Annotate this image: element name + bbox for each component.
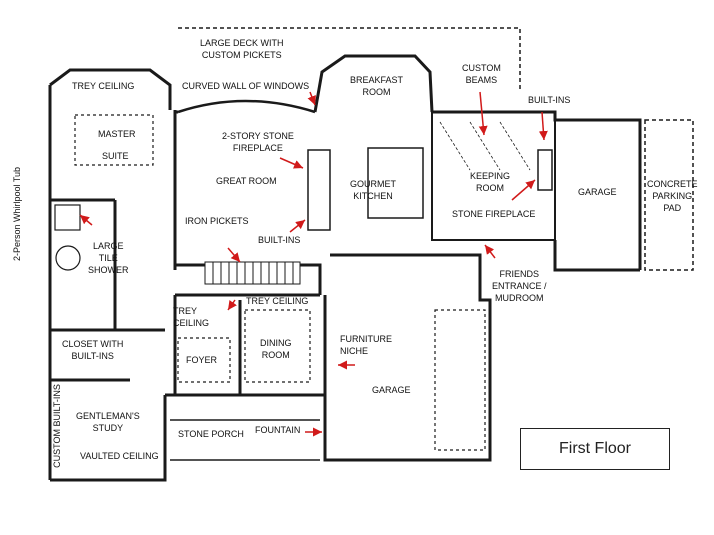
whirlpool-tub xyxy=(55,245,81,271)
arrow-friends xyxy=(484,244,496,259)
large-deck-label: LARGE DECK WITH CUSTOM PICKETS xyxy=(200,38,284,60)
built-ins-top-label: BUILT-INS xyxy=(528,95,571,105)
custom-beams-lines xyxy=(439,121,531,171)
arrow-beams xyxy=(478,91,488,136)
master-trey-outline xyxy=(74,114,154,166)
furniture-niche-label: FURNITURE NICHE xyxy=(340,334,392,356)
deck-outline xyxy=(178,27,521,90)
suite-label: SUITE xyxy=(102,151,129,161)
closet-label: CLOSET WITH BUILT-INS xyxy=(62,339,124,361)
trey-ceiling-dining-label: TREY CEILING xyxy=(246,296,309,306)
garage-right-walls xyxy=(553,240,640,272)
floor-legend: First Floor xyxy=(520,428,670,470)
mudroom-walls xyxy=(323,253,492,462)
large-tile-shower-label: LARGE TILE SHOWER xyxy=(88,241,129,275)
arrow-builtins-great xyxy=(289,219,306,233)
dining-trey-outline xyxy=(244,309,311,383)
breakfast-room-label: BREAKFAST ROOM xyxy=(350,75,404,97)
great-room-label: GREAT ROOM xyxy=(216,176,277,186)
built-ins-great-label: BUILT-INS xyxy=(258,235,301,245)
garage-right-label: GARAGE xyxy=(578,187,617,197)
great-room-fireplace xyxy=(307,149,331,231)
custom-beams-label: CUSTOM BEAMS xyxy=(462,63,501,85)
garage-main-label: GARAGE xyxy=(372,385,411,395)
whirlpool-tub-label: 2-Person Whirlpool Tub xyxy=(12,166,22,262)
friends-entrance-label: FRIENDS ENTRANCE / MUDROOM xyxy=(492,269,547,303)
two-story-fireplace-label: 2-STORY STONE FIREPLACE xyxy=(222,131,294,153)
arrow-shower xyxy=(79,214,93,226)
arrow-fireplace xyxy=(279,157,304,169)
central-walls xyxy=(50,293,325,482)
dining-room-label: DINING ROOM xyxy=(260,338,292,360)
stone-fireplace-label: STONE FIREPLACE xyxy=(452,209,536,219)
keeping-fireplace xyxy=(537,149,553,191)
trey-ceiling-foyer-label: TREY CEILING xyxy=(173,306,210,328)
concrete-pad-outline xyxy=(644,119,694,271)
kitchen-counter xyxy=(367,147,424,219)
concrete-pad-label: CONCRETE PARKING PAD xyxy=(647,179,698,213)
porch-walls xyxy=(170,419,320,461)
arrow-window-wall xyxy=(307,91,316,106)
trey-ceiling-master-label: TREY CEILING xyxy=(72,81,135,91)
breakfast-bay xyxy=(313,54,434,113)
keeping-room-label: KEEPING ROOM xyxy=(470,171,511,193)
arrow-stone-fireplace xyxy=(511,179,536,201)
curved-window-wall xyxy=(177,99,316,114)
vaulted-ceiling-label: VAULTED CEILING xyxy=(80,451,159,461)
keeping-room-wall xyxy=(431,112,556,241)
great-room-bottom xyxy=(173,240,322,295)
arrow-builtins-top xyxy=(538,111,548,141)
shower-stall xyxy=(54,204,81,231)
fountain-label: FOUNTAIN xyxy=(255,425,301,435)
staircase xyxy=(204,261,301,285)
master-label: MASTER xyxy=(98,129,136,139)
foyer-label: FOYER xyxy=(186,355,218,365)
arrow-iron-pickets xyxy=(227,247,241,263)
stone-porch-label: STONE PORCH xyxy=(178,429,244,439)
gourmet-kitchen-label: GOURMET KITCHEN xyxy=(350,179,396,201)
custom-builtins-label: CUSTOM BUILT-INS xyxy=(52,384,62,468)
bath-walls xyxy=(50,198,165,382)
arrow-trey-dining xyxy=(227,299,237,311)
foyer-trey-outline xyxy=(177,337,231,383)
garage-door-outline xyxy=(434,309,486,451)
iron-pickets-label: IRON PICKETS xyxy=(185,216,249,226)
curved-wall-label: CURVED WALL OF WINDOWS xyxy=(182,81,310,91)
gentleman-study-label: GENTLEMAN'S STUDY xyxy=(76,411,140,433)
